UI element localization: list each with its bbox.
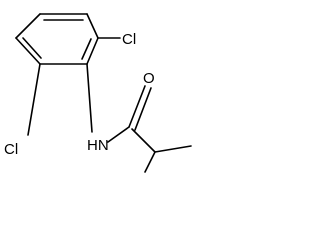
ring-bond (86, 13, 99, 39)
ring-double-bond (22, 37, 42, 59)
bond-carbonyl-ch (131, 128, 156, 153)
bond-n-carbonyl (107, 126, 130, 143)
bond-carbonyl-o-1 (128, 85, 146, 128)
atom-label-oxygen: O (143, 70, 155, 87)
chemical-structure: Cl Cl HN O (4, 13, 192, 173)
atom-label-nh: HN (87, 137, 109, 154)
ring-bond (15, 37, 41, 65)
bond-ring-n (86, 63, 93, 133)
bond-ch-methyl-right (154, 145, 192, 153)
atom-label-cl-top: Cl (122, 31, 136, 48)
ring-double-bond (81, 38, 92, 60)
atom-label-cl-bottom: Cl (4, 141, 18, 158)
bond-ch-methyl-down (144, 151, 156, 173)
ring-bond (86, 37, 99, 65)
bond-carbonyl-o-2 (134, 87, 152, 131)
benzene-ring (15, 13, 99, 65)
ring-bond (15, 13, 41, 39)
bond-ring-cl-bottom (27, 63, 41, 136)
